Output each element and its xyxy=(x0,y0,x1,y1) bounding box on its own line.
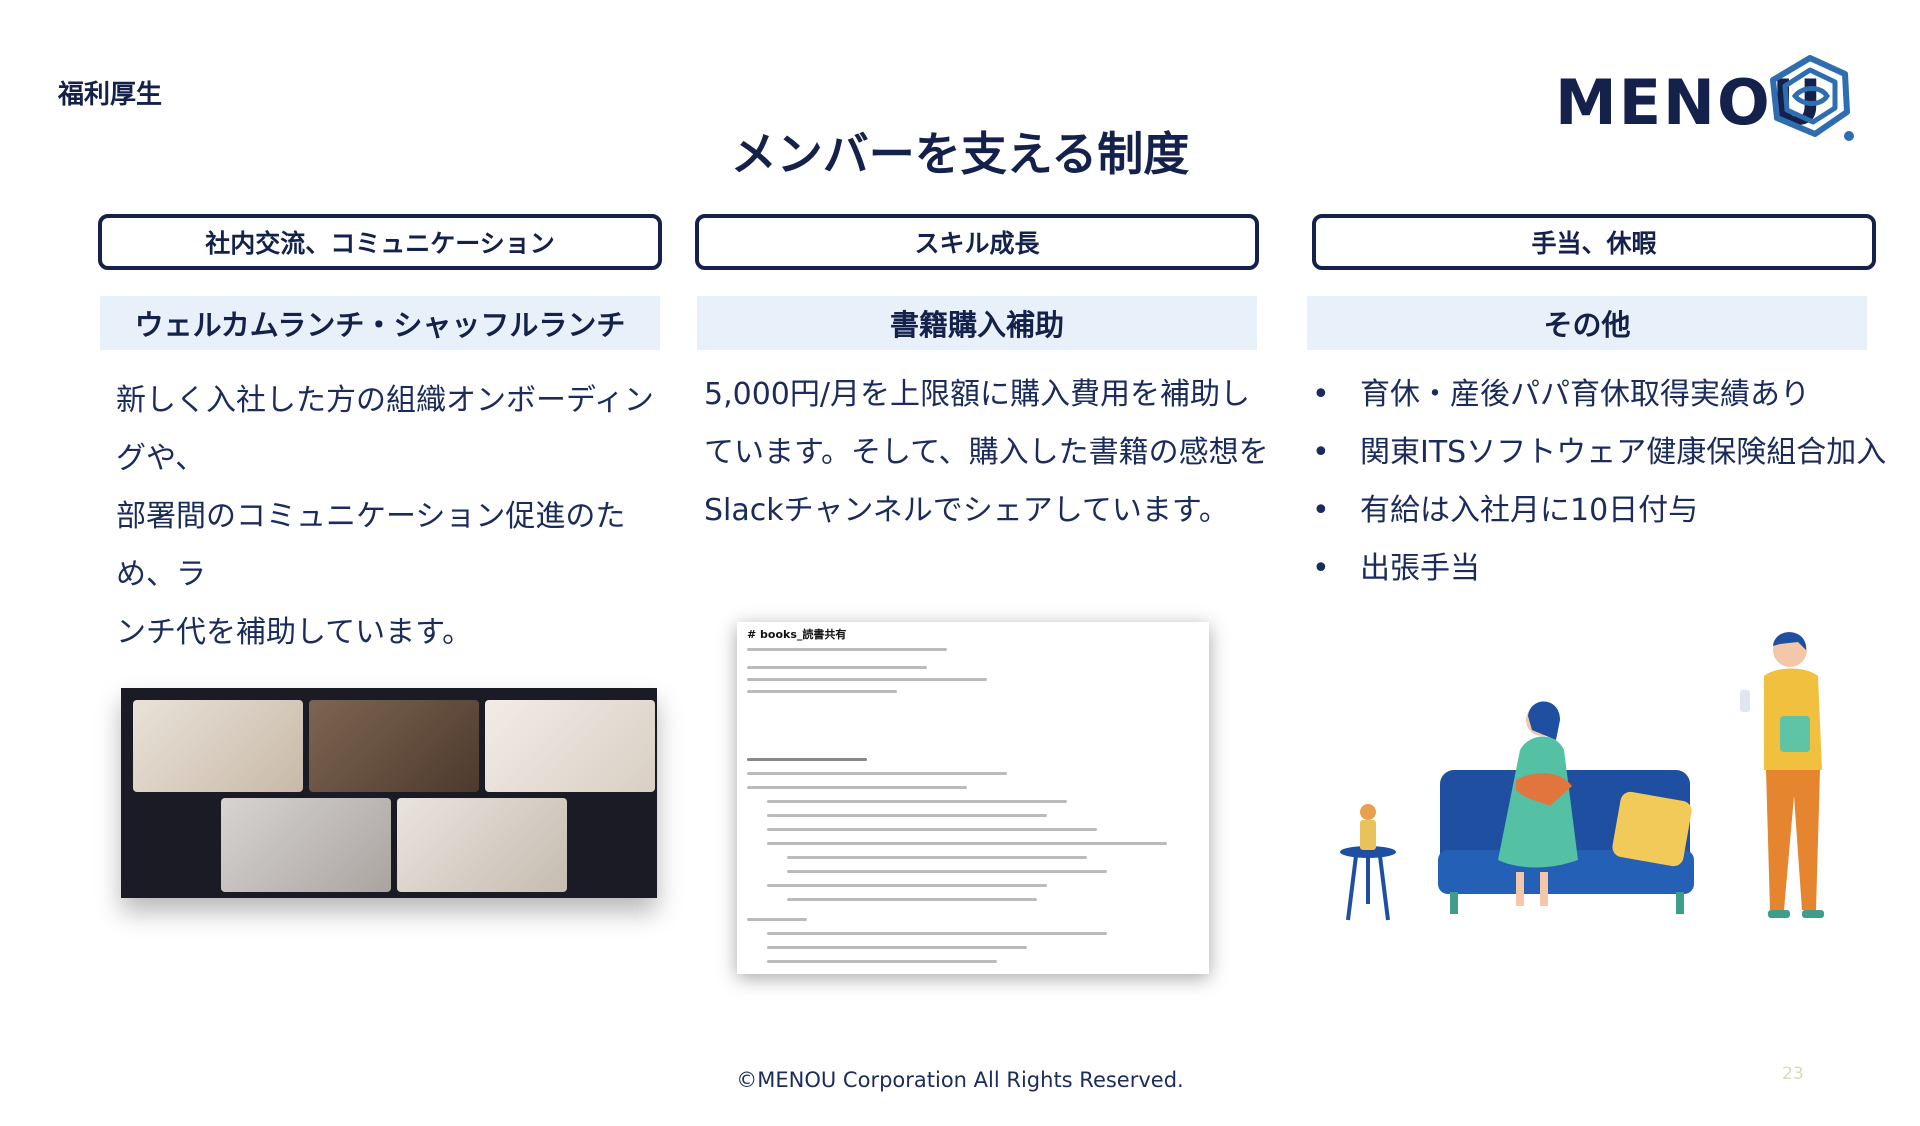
list-item: •出張手当 xyxy=(1312,551,1480,586)
category-box-allowance: 手当、休暇 xyxy=(1312,214,1876,270)
participant-tile xyxy=(309,700,479,792)
subtitle-box-lunch: ウェルカムランチ・シャッフルランチ xyxy=(100,296,660,350)
family-illustration xyxy=(1340,632,1824,921)
description-books: 5,000円/月を上限額に購入費用を補助し ています。そして、購入した書籍の感想… xyxy=(704,366,1284,540)
video-call-photo xyxy=(121,688,657,898)
benefits-list: •育休・産後パパ育休取得実績あり •関東ITSソフトウェア健康保険組合加入 •有… xyxy=(1310,366,1910,598)
text-line: Slackチャンネルでシェアしています。 xyxy=(704,493,1229,528)
text-line: 5,000円/月を上限額に購入費用を補助し xyxy=(704,377,1250,412)
subtitle-box-other: その他 xyxy=(1307,296,1867,350)
list-item: •関東ITSソフトウェア健康保険組合加入 xyxy=(1312,435,1887,470)
page-title: メンバーを支える制度 xyxy=(730,127,1190,181)
page-number: 23 xyxy=(1782,1064,1804,1084)
slack-screenshot: # books_読書共有 xyxy=(737,622,1209,974)
list-item: •有給は入社月に10日付与 xyxy=(1312,493,1699,528)
text-line: 部署間のコミュニケーション促進のため、ラ xyxy=(116,499,626,592)
participant-tile xyxy=(397,798,567,892)
copyright-footer: ©MENOU Corporation All Rights Reserved. xyxy=(736,1068,1184,1092)
logo-mark-icon xyxy=(1770,55,1854,141)
participant-tile xyxy=(485,700,655,792)
description-lunch: 新しく入社した方の組織オンボーディングや、 部署間のコミュニケーション促進のため… xyxy=(116,372,676,662)
subtitle-box-books: 書籍購入補助 xyxy=(697,296,1257,350)
section-label: 福利厚生 xyxy=(58,80,163,110)
text-line: ンチ代を補助しています。 xyxy=(116,615,473,650)
menou-logo: MENOU xyxy=(1555,52,1855,142)
slack-channel-name: # books_読書共有 xyxy=(747,628,847,641)
text-line: ています。そして、購入した書籍の感想を xyxy=(704,435,1269,470)
list-item: •育休・産後パパ育休取得実績あり xyxy=(1312,377,1810,412)
text-line: 新しく入社した方の組織オンボーディングや、 xyxy=(116,383,654,476)
participant-tile xyxy=(133,700,303,792)
category-box-skill: スキル成長 xyxy=(695,214,1259,270)
participant-tile xyxy=(221,798,391,892)
category-box-communication: 社内交流、コミュニケーション xyxy=(98,214,662,270)
